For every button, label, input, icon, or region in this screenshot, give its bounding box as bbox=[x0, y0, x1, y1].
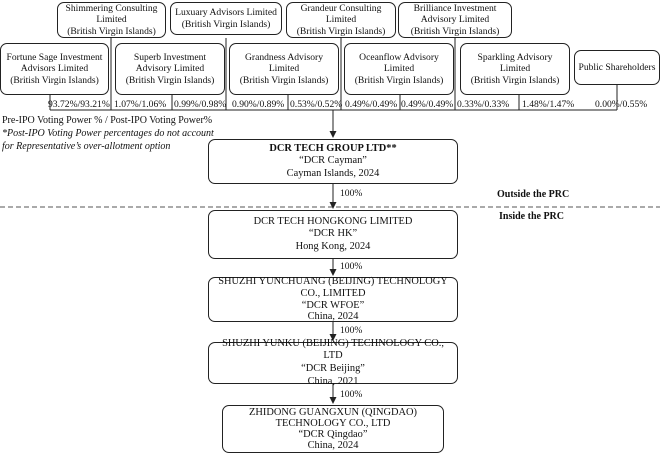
voting-power-note: Pre-IPO Voting Power % / Post-IPO Voting… bbox=[2, 115, 213, 126]
entity-alias: “DCR Cayman” bbox=[299, 155, 367, 167]
entity-box-dcr-cayman: DCR TECH GROUP LTD** “DCR Cayman” Cayman… bbox=[208, 139, 458, 184]
shareholder-place: (British Virgin Islands) bbox=[410, 25, 500, 37]
entity-box-dcr-beijing: SHUZHI YUNKU (BEIJING) TECHNOLOGY CO., L… bbox=[208, 338, 458, 387]
shareholder-name: Brilliance Investment Advisory Limited bbox=[413, 2, 497, 26]
shareholder-box-oceanflow: Oceanflow Advisory Limited (British Virg… bbox=[344, 43, 454, 95]
entity-box-dcr-qingdao: ZHIDONG GUANGXUN (QINGDAO) TECHNOLOGY CO… bbox=[222, 405, 444, 453]
ownership-pct-cayman-hk: 100% bbox=[340, 188, 363, 199]
shareholder-place: (British Virgin Islands) bbox=[296, 25, 386, 37]
entity-alias: “DCR Beijing” bbox=[301, 363, 365, 374]
shareholder-place: (British Virgin Islands) bbox=[470, 74, 560, 86]
shareholder-box-superb: Superb Investment Advisory Limited (Brit… bbox=[115, 43, 225, 95]
shareholder-box-public: Public Shareholders bbox=[574, 50, 660, 85]
pct-sparkling: 1.48%/1.47% bbox=[522, 99, 575, 110]
shareholder-box-grandness: Grandness Advisory Limited (British Virg… bbox=[229, 43, 339, 95]
entity-name: ZHIDONG GUANGXUN (QINGDAO) TECHNOLOGY CO… bbox=[249, 406, 417, 429]
entity-name: DCR TECH HONGKONG LIMITED bbox=[253, 215, 413, 227]
shareholder-name: Grandness Advisory Limited bbox=[244, 51, 324, 75]
shareholder-box-luxuary: Luxuary Advisors Limited (British Virgin… bbox=[170, 2, 282, 35]
entity-box-dcr-wfoe: SHUZHI YUNCHUANG (BEIJING) TECHNOLOGY CO… bbox=[208, 276, 458, 323]
pct-oceanflow: 0.33%/0.33% bbox=[457, 99, 510, 110]
shareholder-place: (British Virgin Islands) bbox=[10, 74, 99, 86]
pct-brilliance: 0.49%/0.49% bbox=[345, 99, 398, 110]
entity-alias: “DCR Qingdao” bbox=[298, 429, 368, 440]
entity-alias: “DCR WFOE” bbox=[301, 299, 365, 311]
shareholder-box-fortune-sage: Fortune Sage Investment Advisors Limited… bbox=[0, 43, 109, 95]
shareholder-name: Luxuary Advisors Limited bbox=[175, 7, 277, 19]
ownership-pct-wfoe-beijing: 100% bbox=[340, 325, 363, 336]
entity-place: Cayman Islands, 2024 bbox=[286, 167, 380, 179]
entity-place: China, 2024 bbox=[307, 440, 359, 452]
pct-superb: 0.90%/0.89% bbox=[232, 99, 285, 110]
pct-grandness: 0.49%/0.49% bbox=[401, 99, 454, 110]
footnote-line-2: for Representative’s over-allotment opti… bbox=[2, 141, 171, 152]
shareholder-place: (British Virgin Islands) bbox=[67, 25, 156, 37]
shareholder-box-grandeur: Grandeur Consulting Limited (British Vir… bbox=[286, 2, 396, 38]
shareholder-name: Oceanflow Advisory Limited bbox=[359, 51, 439, 75]
pct-shimmering: 1.07%/1.06% bbox=[114, 99, 167, 110]
entity-name: SHUZHI YUNCHUANG (BEIJING) TECHNOLOGY CO… bbox=[218, 276, 448, 299]
shareholder-box-sparkling: Sparkling Advisory Limited (British Virg… bbox=[460, 43, 570, 95]
ownership-pct-beijing-qingdao: 100% bbox=[340, 389, 363, 400]
entity-place: China, 2021 bbox=[307, 375, 359, 387]
footnote-line-1: *Post-IPO Voting Power percentages do no… bbox=[2, 128, 214, 139]
shareholder-box-shimmering: Shimmering Consulting Limited (British V… bbox=[57, 2, 166, 38]
outside-prc-label: Outside the PRC bbox=[497, 189, 570, 200]
shareholder-box-brilliance: Brilliance Investment Advisory Limited (… bbox=[398, 2, 512, 38]
shareholder-name: Public Shareholders bbox=[578, 61, 656, 73]
shareholder-name: Fortune Sage Investment Advisors Limited bbox=[6, 51, 103, 75]
entity-name: SHUZHI YUNKU (BEIJING) TECHNOLOGY CO., L… bbox=[222, 337, 444, 362]
ownership-pct-hk-wfoe: 100% bbox=[340, 261, 363, 272]
shareholder-name: Superb Investment Advisory Limited bbox=[133, 51, 207, 75]
entity-box-dcr-hk: DCR TECH HONGKONG LIMITED “DCR HK” Hong … bbox=[208, 210, 458, 259]
entity-place: China, 2024 bbox=[307, 311, 359, 323]
shareholder-place: (British Virgin Islands) bbox=[181, 18, 271, 30]
pct-grandeur: 0.53%/0.52% bbox=[290, 99, 343, 110]
shareholder-name: Grandeur Consulting Limited bbox=[300, 2, 382, 26]
shareholder-place: (British Virgin Islands) bbox=[239, 74, 329, 86]
entity-alias: “DCR HK” bbox=[308, 228, 358, 240]
inside-prc-label: Inside the PRC bbox=[499, 211, 565, 222]
shareholder-name: Sparkling Advisory Limited bbox=[477, 51, 553, 75]
shareholder-place: (British Virgin Islands) bbox=[354, 74, 444, 86]
shareholder-place: (British Virgin Islands) bbox=[125, 74, 215, 86]
pct-public: 0.00%/0.55% bbox=[595, 99, 648, 110]
shareholder-name: Shimmering Consulting Limited bbox=[65, 2, 158, 26]
pct-luxuary: 0.99%/0.98% bbox=[174, 99, 227, 110]
pct-fortune-sage: 93.72%/93.21% bbox=[48, 99, 110, 110]
entity-place: Hong Kong, 2024 bbox=[295, 240, 371, 252]
entity-name: DCR TECH GROUP LTD** bbox=[269, 142, 397, 154]
